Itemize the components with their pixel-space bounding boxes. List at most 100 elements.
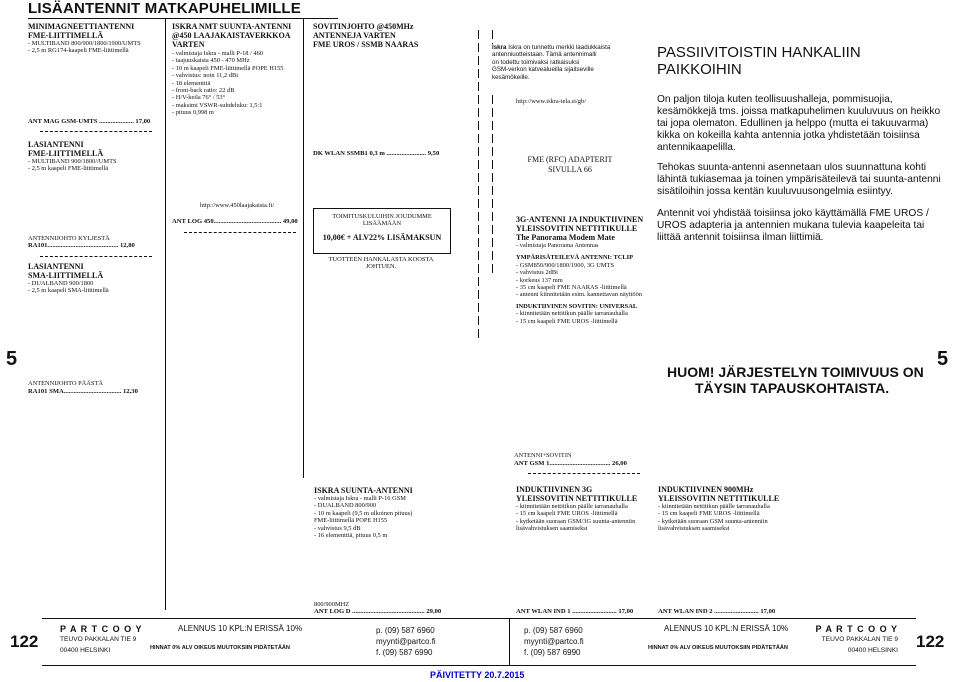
divider-bar bbox=[478, 212, 479, 221]
section-number-left: 5 bbox=[6, 348, 18, 370]
footer-rule-bottom bbox=[42, 665, 916, 666]
iskra-gsm-heading: ISKRA SUUNTA-ANTENNI bbox=[314, 486, 413, 495]
glass-fme-desc-1: - MULTIBAND 900/1800//UMTS bbox=[28, 158, 117, 165]
divider-bar bbox=[478, 264, 479, 273]
shipping-fee-amount: 10,00€ + ALV22% LISÄMAKSUN bbox=[322, 232, 442, 242]
divider-bar bbox=[478, 186, 479, 195]
panorama-maker: - valmistaja Panorama Antennas bbox=[516, 242, 599, 249]
panorama-heading-2: YLEISSOVITIN NETTITIKULLE bbox=[516, 224, 638, 233]
ind900-desc-4: lisävahvistuksen saamiseksi bbox=[658, 525, 730, 533]
repeater-title: PASSIIVITOISTIN HANKALIIN PAIKKOIHIN bbox=[657, 44, 861, 78]
divider-bar bbox=[492, 212, 493, 221]
contact-left: p. (09) 587 6960 myynti@partco.fi f. (09… bbox=[376, 625, 436, 658]
repeater-para-3: Antennit voi yhdistää toisiinsa joko käy… bbox=[657, 208, 929, 244]
tclip-title: YMPÄRISÄTEILEVÄ ANTENNI: TCLIP bbox=[516, 254, 634, 262]
divider-bars bbox=[478, 30, 480, 350]
divider-bar bbox=[492, 264, 493, 273]
adapter-cable-heading-2: ANTENNEJA VARTEN bbox=[313, 31, 396, 40]
shipping-fee-note-1: TUOTTEEN HANKALASTA KOOSTA bbox=[328, 256, 434, 263]
footer-right-company: P A R T C O O Y TEUVO PAKKALAN TIE 9 004… bbox=[810, 624, 898, 655]
repeater-para-3-line-1: Antennit voi yhdistää toisiinsa joko käy… bbox=[657, 208, 929, 219]
shipping-fee-note: TUOTTEEN HANKALASTA KOOSTA JOHTUEN. bbox=[313, 256, 449, 271]
divider-bar bbox=[492, 238, 493, 247]
glass-sma-desc-1: - DUALBAND 900/1800 bbox=[28, 280, 94, 287]
divider-bar bbox=[478, 160, 479, 169]
divider-bar bbox=[478, 199, 479, 208]
huom-note: HUOM! JÄRJESTELYN TOIMIVUUS ON TÄYSIN TA… bbox=[667, 364, 924, 396]
dash-separator bbox=[184, 232, 296, 233]
mag-antenna-heading-1: MINIMAGNEETTIANTENNI bbox=[28, 22, 135, 31]
universal-title: INDUKTIIVINEN SOVITIN: UNIVERSAL bbox=[516, 302, 638, 310]
footer-left-company: P A R T C O O Y TEUVO PAKKALAN TIE 9 004… bbox=[60, 624, 143, 655]
glass-fme-price: RA101...................................… bbox=[28, 242, 135, 249]
iskra-nmt-desc-9: - pituus 0,998 m bbox=[172, 109, 214, 117]
divider-bar bbox=[478, 82, 479, 91]
divider-bar bbox=[478, 95, 479, 104]
divider-bar bbox=[492, 121, 493, 130]
tclip-desc-2: - vahvistus 2dBi bbox=[516, 269, 558, 277]
iskra-gsm-block: ISKRA SUUNTA-ANTENNI - valmistaja Iskra … bbox=[314, 486, 413, 539]
adapter-cable-block: SOVITINJOHTO @450MHz ANTENNEJA VARTEN FM… bbox=[313, 22, 418, 49]
divider-bar bbox=[478, 251, 479, 260]
repeater-para-1-line-1: On paljon tiloja kuten teollisuushalleja… bbox=[657, 94, 893, 105]
iskra-info-line-1: Iskra Iskra on tunnettu merkki laadukkai… bbox=[492, 44, 616, 51]
divider-bar bbox=[478, 30, 479, 39]
ind900-desc-1: - kiinnitetään nettitikun päälle tarrana… bbox=[658, 503, 770, 510]
contact-email[interactable]: myynti@partco.fi bbox=[524, 637, 584, 646]
ind3g-heading-2: YLEISSOVITIN NETTITIKULLE bbox=[516, 494, 638, 503]
ind900-desc-2: - 15 cm kaapeli FME UROS -liittimellä bbox=[658, 510, 760, 518]
iskra-info-line-4: GSM-verkon katvealueilla sijaitseville bbox=[492, 66, 594, 74]
ind900-block: INDUKTIIVINEN 900MHz YLEISSOVITIN NETTIT… bbox=[658, 485, 779, 533]
ind3g-price: ANT WLAN IND 1 .........................… bbox=[516, 608, 634, 615]
divider-bar bbox=[492, 173, 493, 182]
iskra-gsm-price: ANT LOG D ..............................… bbox=[314, 608, 442, 615]
divider-bar bbox=[478, 238, 479, 247]
iskra-gsm-desc-2: - DUALBAND 800/900 bbox=[314, 502, 377, 510]
ind3g-heading-1: INDUKTIIVINEN 3G bbox=[516, 485, 593, 494]
shipping-fee-note-2: JOHTUEN. bbox=[365, 263, 397, 271]
iskra-nmt-desc-6: - front-back ratio: 22 dB bbox=[172, 87, 235, 95]
repeater-para-1-line-5: antennikaapelilla. bbox=[657, 142, 736, 153]
contact-fax: f. (09) 587 6990 bbox=[524, 648, 581, 657]
section-number-right: 5 bbox=[937, 348, 949, 370]
repeater-para-3-line-3: liittää antennit toisiinsa ilman liittim… bbox=[657, 232, 824, 243]
divider-bar bbox=[478, 69, 479, 78]
ind3g-block: INDUKTIIVINEN 3G YLEISSOVITIN NETTITIKUL… bbox=[516, 485, 637, 533]
divider-bar bbox=[492, 199, 493, 208]
huom-note-2: TÄYSIN TAPAUSKOHTAISTA. bbox=[695, 380, 890, 396]
tclip-desc-4: - 35 cm kaapeli FME NAARAS -liittimellä bbox=[516, 284, 627, 292]
repeater-para-2-line-3: sisätiloihin jossa kentän kuuluvuusongel… bbox=[657, 186, 893, 197]
divider-bar bbox=[492, 225, 493, 234]
mag-antenna-price: ANT MAG GSM-UMTS ..................... 1… bbox=[28, 118, 151, 125]
page-number-left: 122 bbox=[10, 632, 39, 651]
divider-bar bbox=[492, 108, 493, 117]
repeater-title-2: PAIKKOIHIN bbox=[657, 61, 742, 78]
page-title: LISÄANTENNIT MATKAPUHELIMILLE bbox=[28, 0, 302, 17]
divider-bar bbox=[478, 134, 479, 143]
divider-bar bbox=[478, 277, 479, 286]
contact-email[interactable]: myynti@partco.fi bbox=[376, 637, 436, 646]
dash-separator bbox=[40, 256, 152, 257]
repeater-para-2-line-1: Tehokas suunta-antenni asennetaan ulos s… bbox=[657, 162, 927, 173]
divider-bar bbox=[492, 160, 493, 169]
iskra-info-line-5: kesämökeille. bbox=[492, 73, 530, 81]
contact-right: p. (09) 587 6960 myynti@partco.fi f. (09… bbox=[524, 625, 584, 658]
shipping-fee-line-2: LISÄÄMÄÄN bbox=[362, 220, 402, 228]
iskra-gsm-desc-1: - valmistaja Iskra - malli P-16 GSM bbox=[314, 495, 406, 502]
adapter-cable-heading-1: SOVITINJOHTO @450MHz bbox=[313, 22, 414, 31]
glass-sma-block: LASIANTENNI SMA-LIITTIMELLÄ - DUALBAND 9… bbox=[28, 262, 109, 295]
title-underline bbox=[28, 18, 338, 19]
contact-phone: p. (09) 587 6960 bbox=[524, 626, 583, 635]
glass-sma-heading-2: SMA-LIITTIMELLÄ bbox=[28, 271, 104, 280]
mag-antenna-desc-2: - 2,5 m RG174-kaapeli FME-liittimellä bbox=[28, 47, 129, 55]
iskra-nmt-desc-4: - vahvistus: noin 11,2 dBi bbox=[172, 72, 238, 80]
glass-sma-sub: ANTENNIJOHTO PÄÄSTÄ bbox=[28, 380, 103, 387]
iskra-info-brand: Iskra bbox=[492, 44, 507, 51]
ind3g-desc-2: - 15 cm kaapeli FME UROS -liittimellä bbox=[516, 510, 618, 518]
iskra-url[interactable]: http://www.iskra-tela.si/gb/ bbox=[516, 98, 586, 105]
iskra-info-line-3: on todettu toimivaksi ratkaisuksi bbox=[492, 58, 580, 66]
glass-sma-desc-2: - 2,5 m kaapeli SMA-liittimellä bbox=[28, 287, 109, 295]
repeater-para-2: Tehokas suunta-antenni asennetaan ulos s… bbox=[657, 162, 941, 198]
divider-bar bbox=[492, 30, 493, 39]
iskra-nmt-url[interactable]: http://www.450laajakaista.fi/ bbox=[200, 202, 275, 209]
